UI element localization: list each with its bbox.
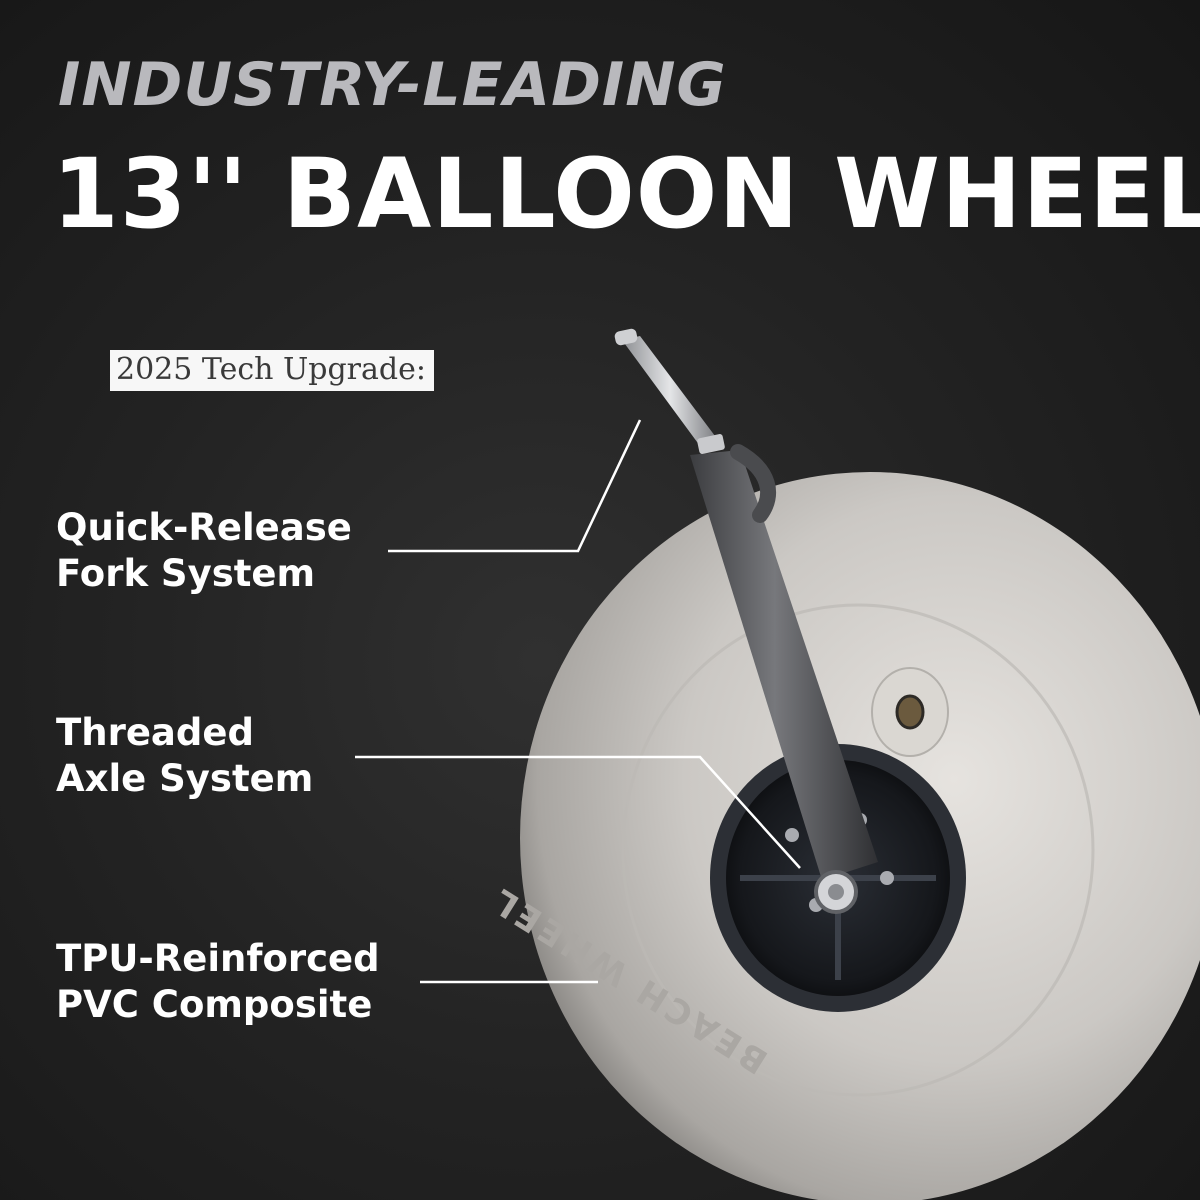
kicker-heading: INDUSTRY-LEADING [58, 50, 727, 120]
feature-line-2: PVC Composite [56, 983, 373, 1026]
feature-threaded-axle: Threaded Axle System [56, 710, 313, 802]
feature-line-2: Axle System [56, 757, 314, 800]
feature-tpu-composite: TPU-Reinforced PVC Composite [56, 936, 380, 1028]
feature-line-2: Fork System [56, 552, 316, 595]
leader-line-axle [355, 755, 801, 869]
quick-release-pin [614, 328, 725, 454]
tire-sidewall-ring [621, 603, 1095, 1097]
tech-upgrade-badge: 2025 Tech Upgrade: [110, 350, 434, 391]
valve-icon [871, 667, 949, 757]
feature-quick-release: Quick-Release Fork System [56, 505, 352, 597]
feature-line-1: Quick-Release [56, 506, 352, 549]
page-title: 13'' BALLOON WHEEL [52, 138, 1200, 250]
fork [690, 444, 878, 914]
leader-line-fork [388, 419, 642, 553]
feature-line-1: Threaded [56, 711, 254, 754]
feature-line-1: TPU-Reinforced [56, 937, 380, 980]
